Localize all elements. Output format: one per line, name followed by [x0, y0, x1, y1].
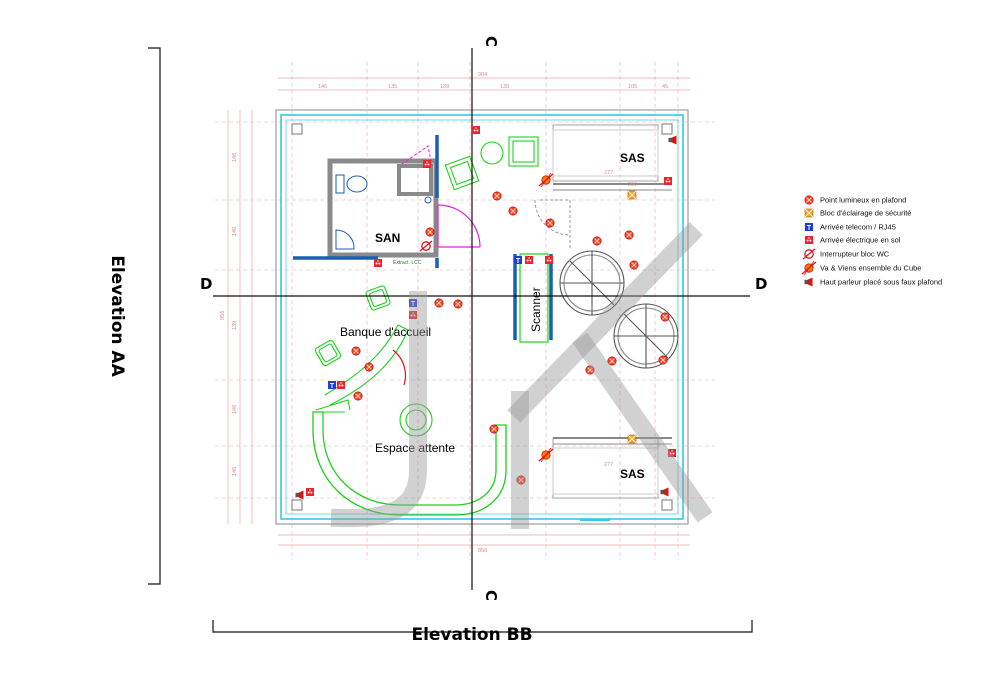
legend-item-light: Point lumineux en plafond	[804, 195, 906, 205]
sas-rooms	[534, 124, 672, 499]
dim-sas-depth: 200	[628, 182, 637, 188]
blue-walls	[293, 135, 610, 521]
dim-top-4: 139	[500, 84, 509, 90]
svg-text:Haut parleur placé sous faux p: Haut parleur placé sous faux plafond	[820, 278, 942, 287]
dim-top-5: 105	[628, 84, 637, 90]
dim-left-4: 146	[232, 405, 238, 414]
section-d-right: D	[755, 275, 767, 293]
legend: Point lumineux en plafond Bloc d'éclaira…	[801, 195, 942, 287]
dim-bottom-overall: 856	[478, 548, 487, 554]
legend-item-socket: Arrivée électrique en sol	[805, 236, 901, 245]
floor-socket-icon	[805, 236, 813, 244]
dim-top-6: 45	[662, 84, 668, 90]
dim-left-3: 139	[232, 321, 238, 330]
legend-item-two-way: Va & Viens ensemble du Cube	[801, 260, 921, 276]
dim-sas-bottom-width: 277	[604, 462, 613, 468]
legend-item-emergency: Bloc d'éclairage de sécurité	[804, 208, 911, 218]
dim-top-3: 139	[440, 84, 449, 90]
small-note: Extract. LCC	[393, 260, 422, 266]
green-furniture	[312, 136, 539, 516]
svg-text:Va & Viens ensemble du Cube: Va & Viens ensemble du Cube	[820, 264, 921, 273]
room-san-label: SAN	[375, 231, 400, 245]
dim-left-2: 140	[232, 227, 238, 236]
outer-walls	[275, 109, 689, 525]
room-scanner-label: Scanner	[529, 287, 543, 332]
scanner-area	[519, 250, 679, 369]
dim-top-1: 146	[318, 84, 327, 90]
svg-text:Arrivée électrique en sol: Arrivée électrique en sol	[820, 236, 901, 245]
dim-left-5: 146	[232, 467, 238, 476]
wc-switch-icon	[802, 248, 816, 260]
two-way-switch-icon	[801, 260, 817, 276]
jk-watermark-logo	[330, 222, 713, 529]
elevation-aa-label: Elevation AA	[107, 255, 127, 377]
svg-text:Arrivée telecom / RJ45: Arrivée telecom / RJ45	[820, 223, 896, 232]
reception-gate	[392, 349, 407, 386]
dim-top-2: 135	[388, 84, 397, 90]
section-c-top: C	[482, 36, 500, 47]
dimension-lines	[227, 77, 690, 546]
section-lines	[148, 47, 753, 633]
dim-top-overall: 904	[478, 72, 487, 78]
speaker-icon	[804, 277, 813, 287]
section-d-left: D	[200, 275, 212, 293]
legend-item-telecom: Arrivée telecom / RJ45	[805, 223, 896, 232]
svg-text:Point lumineux en plafond: Point lumineux en plafond	[820, 196, 906, 205]
dimension-grid	[215, 62, 715, 560]
room-sas-top-label: SAS	[620, 151, 645, 165]
room-reception-label: Banque d'accueil	[340, 325, 431, 339]
dim-left-1: 146	[232, 153, 238, 162]
elevation-bb-label: Elevation BB	[411, 625, 532, 645]
svg-text:Interrupteur bloc WC: Interrupteur bloc WC	[820, 250, 890, 259]
san-room	[327, 145, 481, 258]
dim-left-overall: 856	[220, 311, 226, 320]
svg-text:Bloc d'éclairage de sécurité: Bloc d'éclairage de sécurité	[820, 209, 911, 218]
room-waiting-label: Espace attente	[375, 441, 455, 455]
telecom-icon	[805, 223, 813, 232]
room-sas-bottom-label: SAS	[620, 467, 645, 481]
section-c-bottom: C	[482, 590, 500, 601]
legend-item-wc-switch: Interrupteur bloc WC	[802, 248, 890, 260]
legend-item-speaker: Haut parleur placé sous faux plafond	[804, 277, 942, 287]
light-point-icon	[804, 195, 814, 205]
dim-sas-top-width: 277	[604, 170, 613, 176]
emergency-light-icon	[804, 208, 814, 218]
